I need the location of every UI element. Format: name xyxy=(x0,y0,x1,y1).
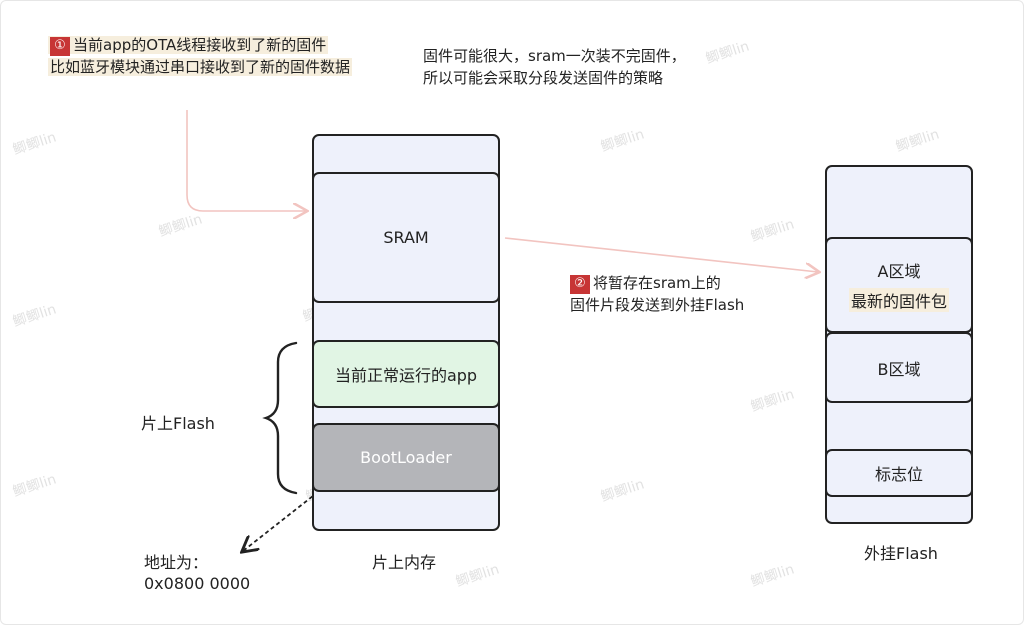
bootloader-region: BootLoader xyxy=(312,423,500,492)
sram-label: SRAM xyxy=(383,228,429,247)
region-a-label: A区域 xyxy=(877,262,921,281)
ota-note-line1: 当前app的OTA线程接收到了新的固件 xyxy=(73,36,327,54)
ota-note-line2: 比如蓝牙模块通过串口接收到了新的固件数据 xyxy=(48,58,353,76)
bootloader-label: BootLoader xyxy=(360,448,452,467)
app-region: 当前正常运行的app xyxy=(312,340,500,408)
sram-note-line1: 固件可能很大，sram一次装不完固件， xyxy=(423,47,686,65)
address-value: 0x0800 0000 xyxy=(144,574,251,593)
region-b-label: B区域 xyxy=(877,359,921,379)
flag-label: 标志位 xyxy=(874,465,923,484)
address-dashed-arrow xyxy=(243,491,319,551)
region-a: A区域 最新的固件包 xyxy=(825,237,973,333)
sram-capacity-note: 固件可能很大，sram一次装不完固件， 所以可能会采取分段发送固件的策略 xyxy=(423,45,686,89)
ota-to-sram-arrow xyxy=(186,110,306,211)
region-a-sublabel: 最新的固件包 xyxy=(848,288,949,312)
flash-brace xyxy=(262,341,298,495)
sram-region: SRAM xyxy=(312,172,500,303)
sram-note-line2: 所以可能会采取分段发送固件的策略 xyxy=(423,69,664,87)
step-1-badge: ① xyxy=(50,37,70,56)
app-label: 当前正常运行的app xyxy=(334,366,478,385)
address-label: 地址为： xyxy=(144,553,209,572)
external-flash-caption: 外挂Flash xyxy=(864,544,938,563)
region-b: B区域 xyxy=(825,332,973,403)
step-2-badge: ② xyxy=(570,275,590,294)
internal-memory-caption: 片上内存 xyxy=(372,553,437,572)
transfer-note-line1: 将暂存在sram上的 xyxy=(593,274,721,292)
onchip-flash-label: 片上Flash xyxy=(141,414,215,433)
transfer-note-line2: 固件片段发送到外挂Flash xyxy=(570,296,745,314)
flag-region: 标志位 xyxy=(825,449,973,497)
sram-to-flash-arrow xyxy=(504,237,818,272)
